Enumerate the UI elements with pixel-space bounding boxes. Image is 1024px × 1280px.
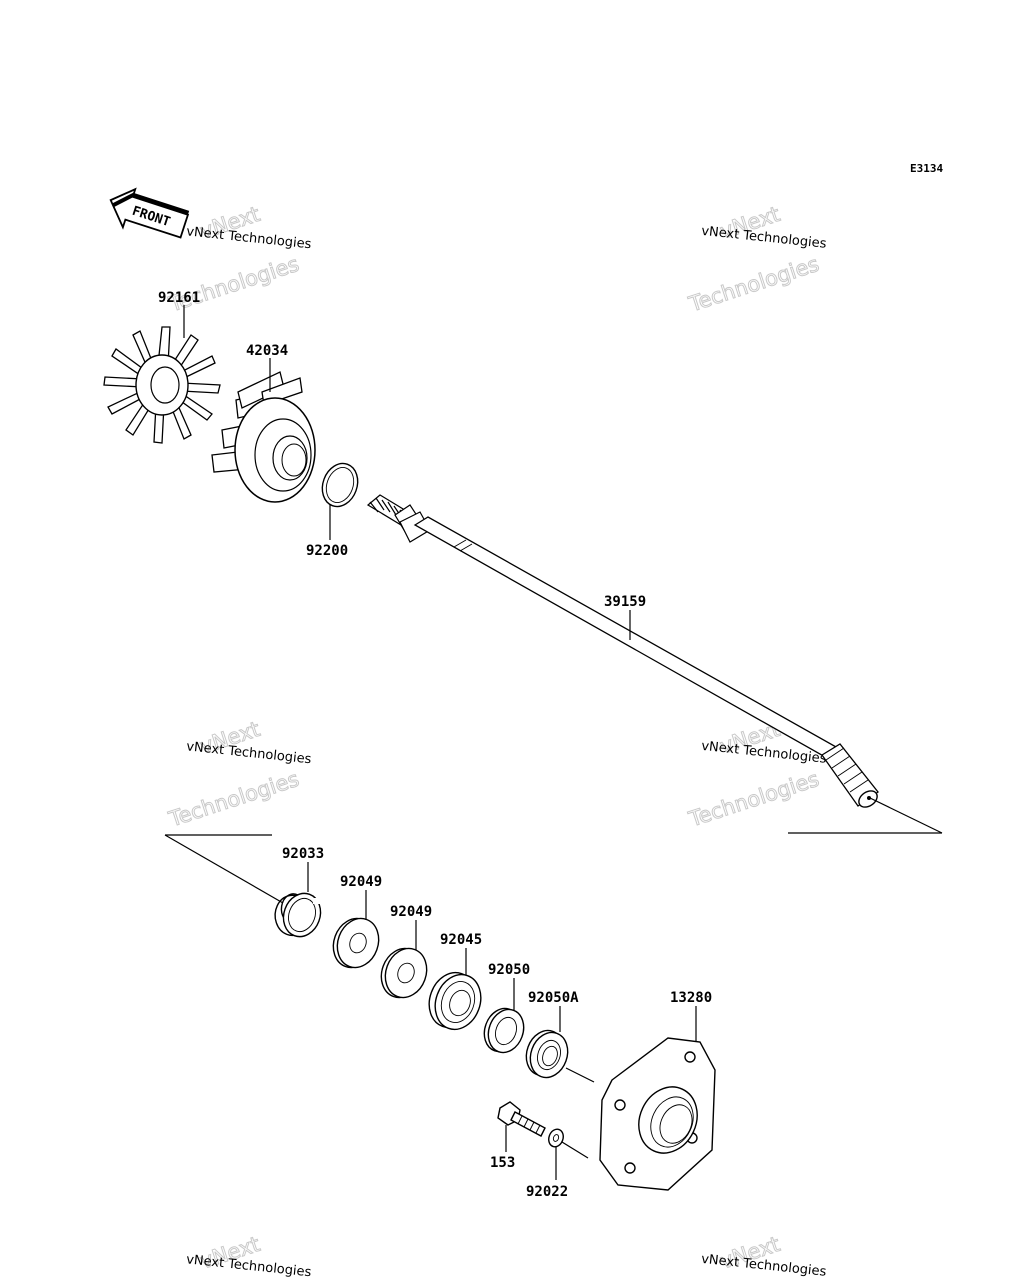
watermark-line3: Technologies xyxy=(685,252,822,317)
seal-2 xyxy=(525,1029,569,1079)
part-label: 153 xyxy=(490,1155,515,1171)
watermark-bottom-left: vNext vNext Technologies xyxy=(185,1231,312,1280)
front-arrow: FRONT xyxy=(109,187,190,239)
part-label: 92045 xyxy=(440,932,482,948)
washer xyxy=(548,1128,564,1148)
part-label: 92049 xyxy=(390,904,432,920)
watermark-top-right: vNext Technologies vNext Technologies xyxy=(685,201,828,317)
watermark-bottom-right: vNext vNext Technologies xyxy=(700,1231,827,1279)
part-label: 92050 xyxy=(488,962,530,978)
part-label: 13280 xyxy=(670,990,712,1006)
part-label: 92033 xyxy=(282,846,324,862)
seal-1 xyxy=(483,1007,525,1054)
watermark-line3: Technologies xyxy=(165,252,302,317)
o-ring xyxy=(321,462,359,508)
part-labels: 92161 42034 92200 39159 92033 92049 9204… xyxy=(158,290,712,1200)
part-label: 39159 xyxy=(604,594,646,610)
bolt xyxy=(497,1101,546,1137)
watermark-line3: Technologies xyxy=(165,767,302,832)
part-label: 42034 xyxy=(246,343,288,359)
watermark-line3: Technologies xyxy=(685,767,822,832)
impeller-cap xyxy=(211,371,316,503)
part-label: 92161 xyxy=(158,290,200,306)
bearing-housing xyxy=(599,1037,716,1191)
spacer-2 xyxy=(380,947,428,999)
watermark-mid-left: vNext Technologies vNext Technologies xyxy=(165,716,312,832)
diagram-code: E3134 xyxy=(910,162,943,175)
part-label: 92049 xyxy=(340,874,382,890)
circlip xyxy=(274,892,322,938)
leader-lines xyxy=(183,305,697,1180)
section-lines xyxy=(164,797,943,904)
bearing xyxy=(428,971,482,1031)
part-label: 92200 xyxy=(306,543,348,559)
part-label: 92050A xyxy=(528,990,579,1006)
impeller xyxy=(103,326,221,444)
part-label: 92022 xyxy=(526,1184,568,1200)
spacer-1 xyxy=(332,917,380,969)
